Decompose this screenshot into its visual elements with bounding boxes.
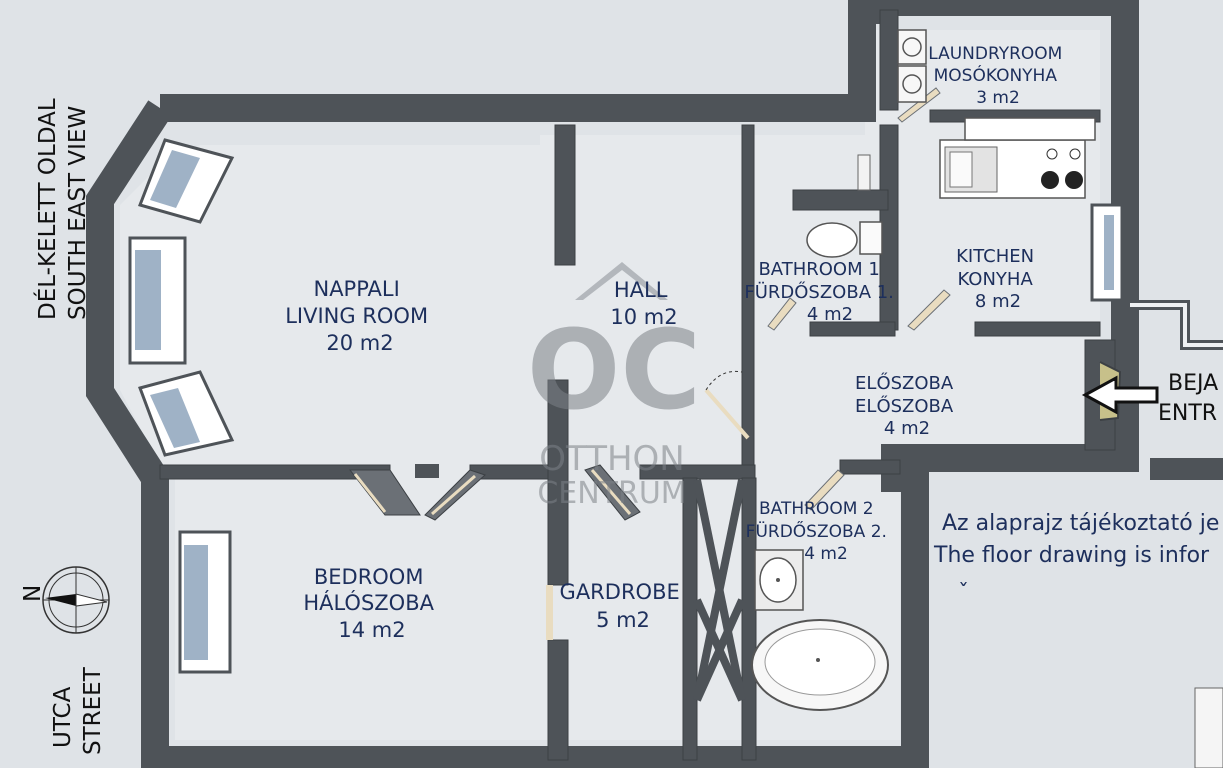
outside-wall-right bbox=[1150, 458, 1223, 480]
label-living: NAPPALI LIVING ROOM 20 m2 bbox=[285, 277, 435, 355]
wall-bath2-left bbox=[741, 477, 757, 761]
label-gardrobe: GARDROBE 5 m2 bbox=[560, 580, 687, 632]
interior-walls bbox=[159, 9, 1116, 761]
kitchen-counter bbox=[939, 139, 1086, 199]
watermark: OC OTTHON CENTRUM bbox=[527, 262, 701, 511]
label-hall: HALL 10 m2 bbox=[610, 278, 677, 329]
label-laundry: LAUNDRYROOM MOSÓKONYHA 3 m2 bbox=[928, 44, 1068, 108]
door-living-bedroom-1 bbox=[348, 469, 421, 516]
notice-mark: ˇ bbox=[958, 581, 969, 606]
window-living-bottom bbox=[138, 370, 235, 457]
street-label-line1: UTCA bbox=[50, 686, 76, 748]
bathtub bbox=[751, 619, 889, 711]
shaft-cross bbox=[693, 479, 746, 702]
kitchen-shelf bbox=[964, 117, 1096, 141]
watermark-roof-icon bbox=[575, 262, 668, 300]
bath2-sink bbox=[754, 549, 804, 611]
entrance-line1: BEJA bbox=[1168, 371, 1218, 396]
window-bedroom bbox=[178, 530, 232, 674]
wall-kitchen-foyer-2 bbox=[974, 321, 1101, 337]
wall-gardrobe-right bbox=[682, 477, 698, 761]
toilet bbox=[806, 221, 883, 258]
door-stub bbox=[415, 464, 439, 478]
label-bathroom2: BATHROOM 2 FÜRDŐSZOBA 2. 4 m2 bbox=[746, 499, 893, 564]
entrance-line2: ENTR bbox=[1158, 401, 1217, 426]
wall-laundry-left bbox=[879, 9, 899, 111]
notice-line1: Az alaprajz tájékoztató je bbox=[942, 511, 1219, 536]
watermark-line2: CENTRUM bbox=[537, 476, 686, 511]
notice: Az alaprajz tájékoztató je The floor dra… bbox=[933, 511, 1219, 606]
wall-living-hall-upper bbox=[554, 124, 576, 266]
wall-bath1-shelf bbox=[792, 189, 889, 211]
watermark-logo: OC bbox=[527, 306, 701, 434]
room-labels: NAPPALI LIVING ROOM 20 m2 HALL 10 m2 BAT… bbox=[285, 44, 1068, 642]
compass-icon: N bbox=[20, 566, 110, 634]
bath1-shower bbox=[857, 154, 871, 191]
wall-hall-lower bbox=[547, 379, 569, 586]
door-hall-foyer bbox=[704, 388, 750, 440]
wall-foyer-bath2 bbox=[839, 459, 901, 475]
watermark-line1: OTTHON bbox=[539, 439, 684, 479]
notice-line2: The floor drawing is infor bbox=[933, 543, 1210, 568]
entrance: BEJA ENTR bbox=[1081, 371, 1218, 426]
fixtures bbox=[751, 29, 1223, 768]
street-label-line2: STREET bbox=[80, 666, 106, 755]
label-bedroom: BEDROOM HÁLÓSZOBA 14 m2 bbox=[303, 565, 440, 642]
door-bath2 bbox=[804, 469, 845, 511]
entrance-pipe bbox=[1130, 300, 1223, 350]
outside-box bbox=[1194, 687, 1223, 768]
window-living-middle bbox=[128, 236, 187, 365]
wall-kitchen-foyer-1 bbox=[809, 321, 896, 337]
view-label-line1: DÉL-KELETT OLDAL bbox=[33, 98, 61, 320]
window-living-top bbox=[138, 138, 235, 224]
entrance-arrow-icon bbox=[1081, 375, 1159, 415]
windows bbox=[128, 138, 1124, 674]
view-label-line2: SOUTH EAST VIEW bbox=[65, 106, 91, 320]
compass-n: N bbox=[20, 585, 46, 602]
label-foyer: ELŐSZOBA ELŐSZOBA 4 m2 bbox=[855, 372, 959, 439]
label-kitchen: KITCHEN KONYHA 8 m2 bbox=[956, 246, 1040, 312]
doors bbox=[348, 87, 1122, 640]
door-gardrobe-side bbox=[546, 585, 553, 640]
wall-gardrobe-lower bbox=[547, 639, 569, 761]
washing-machines bbox=[897, 29, 927, 103]
door-bath1 bbox=[767, 297, 797, 331]
window-kitchen bbox=[1090, 203, 1124, 302]
door-kitchen bbox=[907, 289, 951, 331]
label-bathroom1: BATHROOM 1 FÜRDŐSZOBA 1. 4 m2 bbox=[744, 259, 899, 325]
